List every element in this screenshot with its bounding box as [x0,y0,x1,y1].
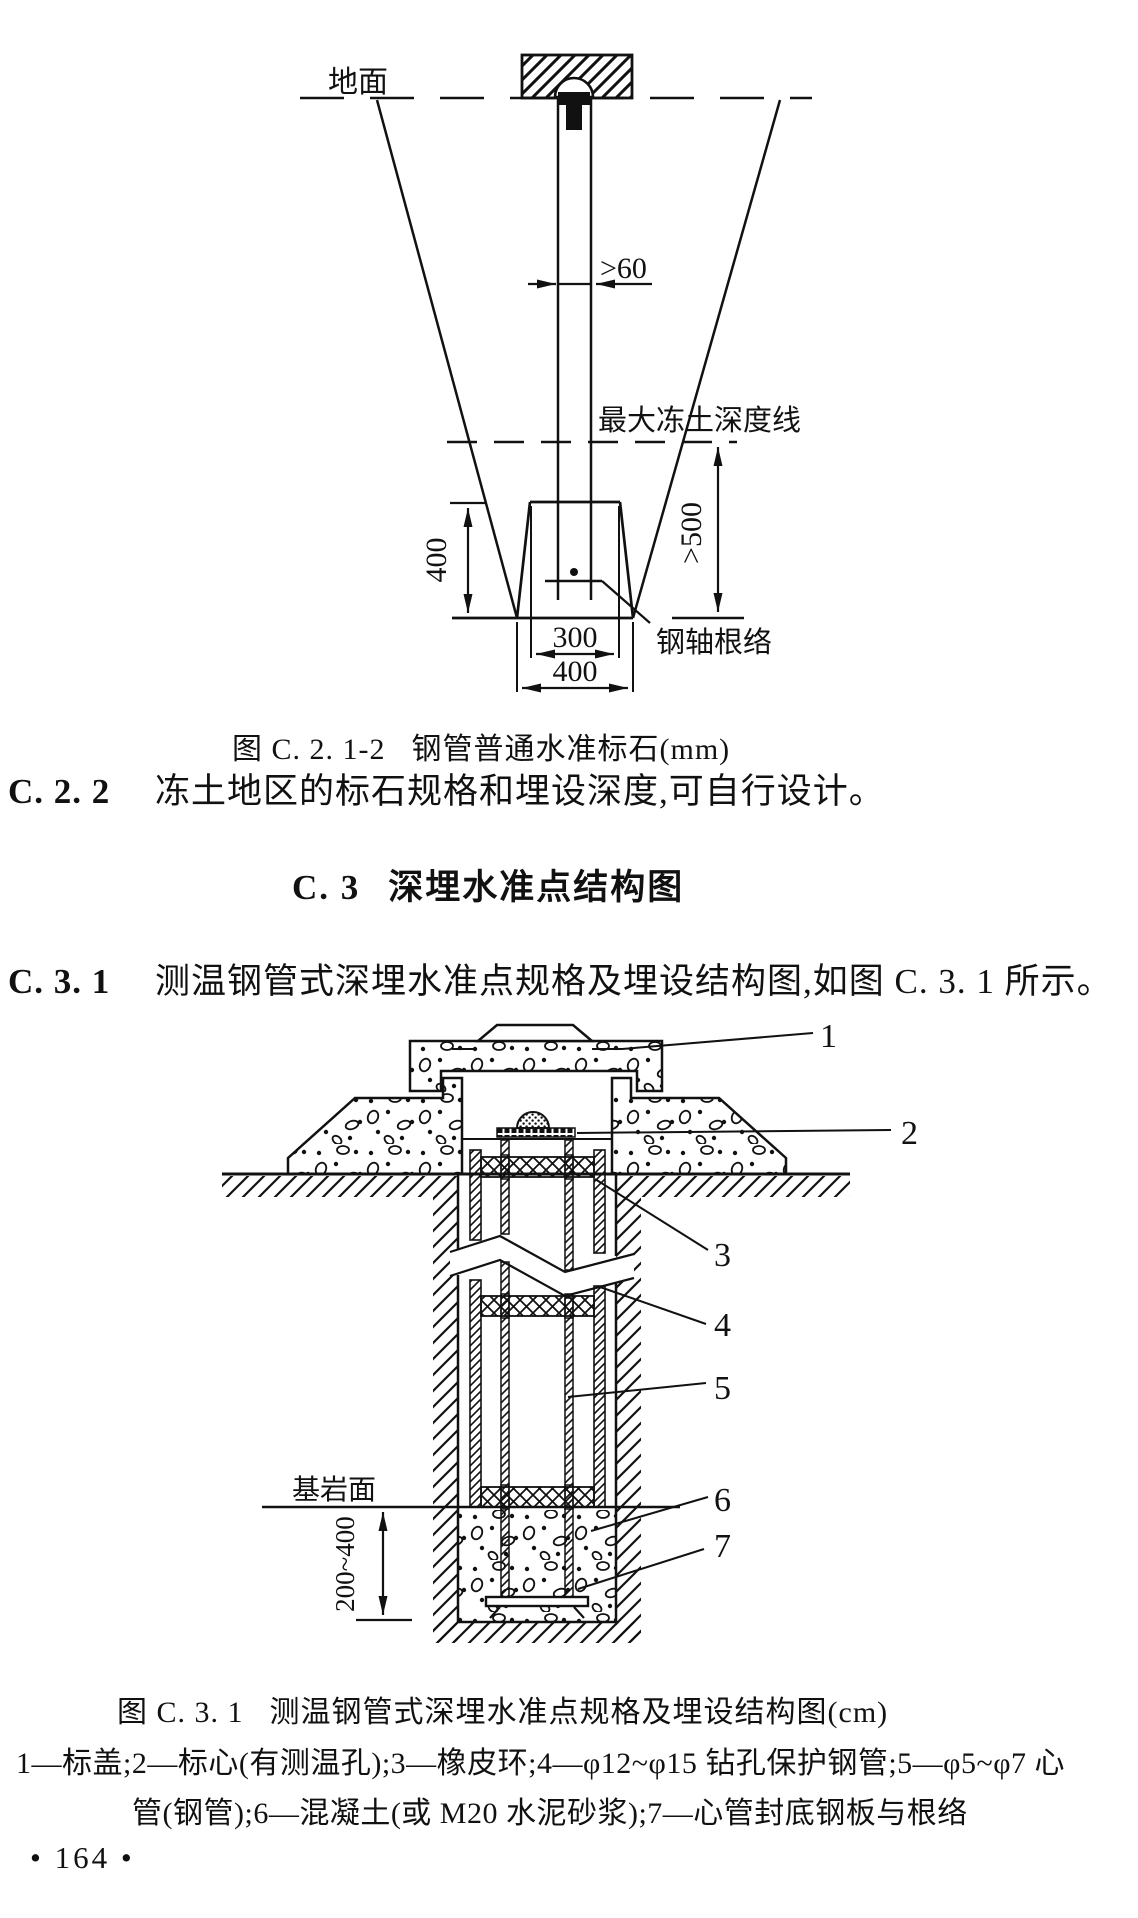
callout-1: 1 [820,1018,837,1055]
section-heading-c3-number: C. 3 [292,868,361,907]
rubber-ring-spacers [480,1156,595,1508]
benchmark-bolt [558,92,590,130]
pit-left-line [375,99,519,619]
frost-line-label: 最大冻土深度线 [598,404,801,437]
callout-7: 7 [714,1528,731,1565]
figure-c212-diagram: 地面 >60 最大冻土深度线 >500 40 [300,53,812,693]
dim-base-top-width: 300 [530,506,620,659]
clause-c31: C. 3. 1 测温钢管式深埋水准点规格及埋设结构图,如图 C. 3. 1 所示。 [8,953,1113,1004]
anchor-leader-line [601,580,651,624]
dim-pipe-diameter: >60 [528,252,652,289]
page-number-text: • 164 • [30,1840,135,1875]
figure-caption-c31-label: 图 C. 3. 1 [117,1696,244,1729]
concrete-base [452,500,635,620]
clause-c31-number: C. 3. 1 [8,962,111,1001]
core-pipe-over-spacers [500,1154,574,1510]
steel-anchor-label: 钢轴根络 [656,626,772,659]
svg-text:400: 400 [420,538,453,583]
protection-pipe [469,1149,606,1508]
page-number: • 164 • [30,1840,135,1876]
figure-c31-diagram: 基岩面 200~400 1 2 3 4 5 6 7 [222,1018,918,1643]
wing-right [610,1076,788,1176]
svg-text:200~400: 200~400 [330,1516,360,1612]
legend-line-2: 管(钢管);6—混凝土(或 M20 水泥砂浆);7—心管封底钢板与根络 [132,1788,968,1832]
svg-text:>500: >500 [675,502,708,564]
figure-caption-c212: 图 C. 2. 1-2 钢管普通水准标石(mm) [232,724,730,768]
legend-line-2-text: 管(钢管);6—混凝土(或 M20 水泥砂浆);7—心管封底钢板与根络 [132,1797,968,1830]
clause-c22-number: C. 2. 2 [8,772,111,811]
svg-text:>60: >60 [600,252,647,285]
borehole-walls [456,1174,618,1622]
svg-text:400: 400 [553,655,598,688]
dim-frost-depth: >500 [672,447,744,620]
figure-caption-c212-title: 钢管普通水准标石(mm) [411,733,731,766]
root-anchors [489,1606,585,1619]
callout-6: 6 [714,1482,731,1519]
mark-plate [496,1127,576,1138]
pit-right-line [631,99,782,619]
callout-5: 5 [714,1370,731,1407]
callout-leader-lines [567,1032,892,1590]
figure-caption-c31: 图 C. 3. 1 测温钢管式深埋水准点规格及埋设结构图(cm) [117,1687,888,1731]
figure-caption-c31-title: 测温钢管式深埋水准点规格及埋设结构图(cm) [269,1696,889,1729]
section-heading-c3-title: 深埋水准点结构图 [388,868,685,907]
mark-dome [515,1111,551,1129]
ground-label: 地面 [328,66,388,99]
legend-line-1: 1—标盖;2—标心(有测温孔);3—橡皮环;4—φ12~φ15 钻孔保护钢管;5… [16,1738,1065,1782]
dim-base-bottom-width: 400 [516,622,634,693]
svg-text:300: 300 [553,621,598,654]
bottom-plate [484,1595,590,1608]
dim-base-height: 400 [420,501,487,613]
dim-embed-depth: 200~400 [330,1512,412,1622]
wing-left [286,1076,464,1176]
cover-bump [474,1023,596,1043]
cover-slab [408,1039,664,1093]
bedrock-label: 基岩面 [292,1474,376,1506]
center-point [570,568,578,576]
callout-3: 3 [714,1237,731,1274]
legend-line-1-text: 1—标盖;2—标心(有测温孔);3—橡皮环;4—φ12~φ15 钻孔保护钢管;5… [16,1747,1066,1780]
clause-c22: C. 2. 2 冻土地区的标石规格和埋设深度,可自行设计。 [8,763,885,814]
section-heading-c3: C. 3 深埋水准点结构图 [292,859,684,910]
clause-c22-text: 冻土地区的标石规格和埋设深度,可自行设计。 [155,772,885,811]
clause-c31-text: 测温钢管式深埋水准点规格及埋设结构图,如图 C. 3. 1 所示。 [155,962,1113,1001]
callout-2: 2 [901,1115,918,1152]
figure-caption-c212-label: 图 C. 2. 1-2 [232,733,386,766]
callout-4: 4 [714,1307,731,1344]
